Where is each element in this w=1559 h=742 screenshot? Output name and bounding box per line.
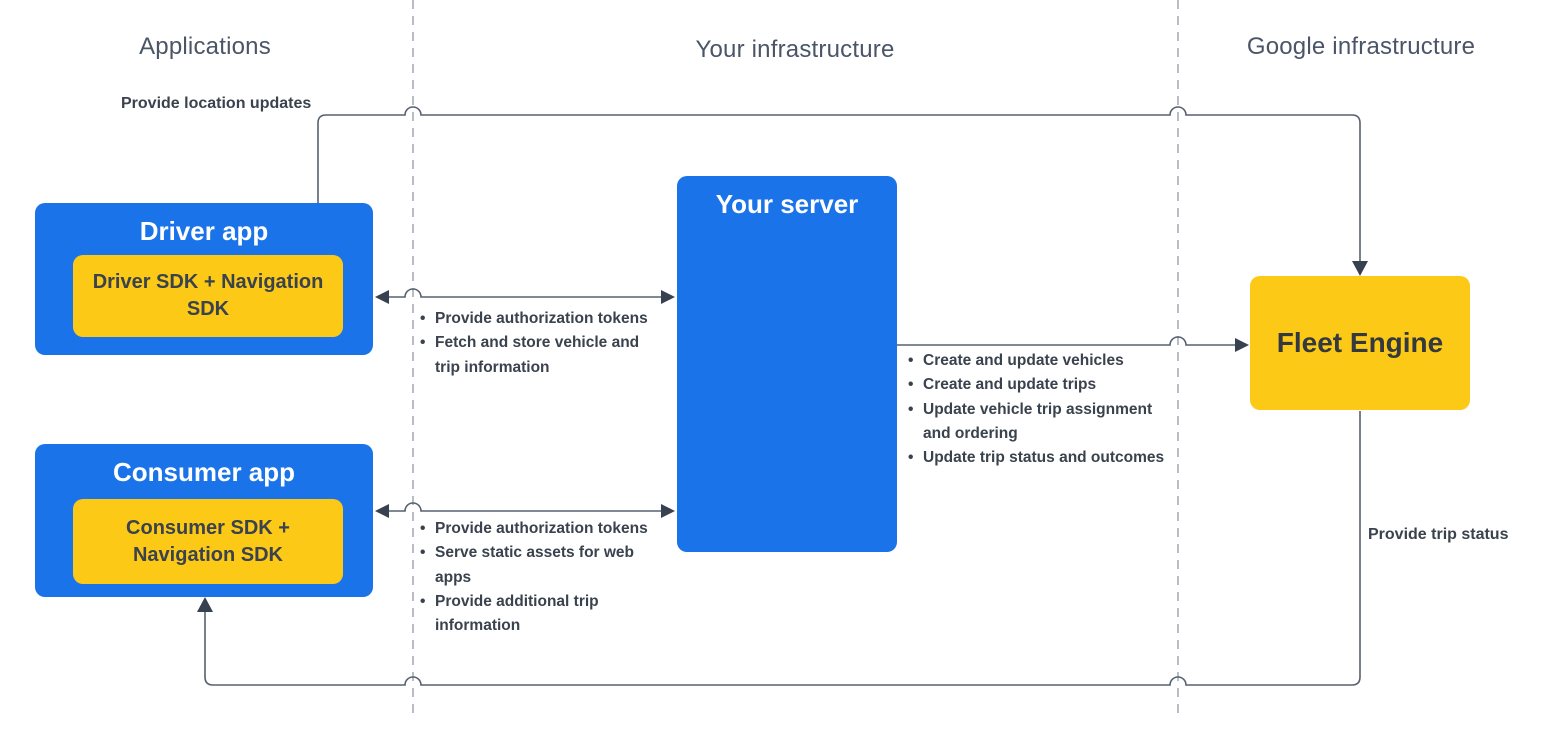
edge-consumer-server-line [388,502,663,512]
column-heading-google-infrastructure: Google infrastructure [1246,33,1476,60]
driver-sdk-node: Driver SDK + Navigation SDK [73,255,343,337]
bullet-item: Update trip status and outcomes [908,446,1174,471]
edge-fleet-to-consumer-line [204,411,1361,686]
bullet-item: Provide authorization tokens [420,517,648,542]
arrowhead-into-server-lower [661,504,675,518]
consumer-sdk-label: Consumer SDK + Navigation SDK [126,516,290,566]
bullet-item: Create and update trips [908,373,1174,398]
edge-driver-to-fleet-line [317,106,1361,261]
column-heading-applications: Applications [139,33,271,60]
your-server-node: Your server [677,176,897,552]
consumer-server-bullet-list: Provide authorization tokens Serve stati… [420,517,648,638]
arrowhead-into-driver [375,290,389,304]
bullet-item: Create and update vehicles [908,349,1174,374]
arrowhead-into-consumer-bottom [197,597,213,612]
driver-sdk-label: Driver SDK + Navigation SDK [92,271,324,320]
arrowhead-into-server-upper [661,290,675,304]
driver-server-bullet-list: Provide authorization tokens Fetch and s… [420,307,648,380]
arrowhead-into-fleet-top [1352,261,1368,276]
consumer-sdk-node: Consumer SDK + Navigation SDK [73,499,343,584]
bullet-item: Provide authorization tokens [420,307,648,332]
bullet-item: Fetch and store vehicle and trip informa… [420,331,648,380]
edge-label-provide-location-updates: Provide location updates [121,95,312,112]
server-fleet-bullet-list: Create and update vehicles Create and up… [908,349,1174,471]
edge-server-fleet-line [897,336,1236,346]
fleet-engine-title: Fleet Engine [1276,327,1444,358]
edge-driver-server-line [388,288,663,298]
column-heading-your-infrastructure: Your infrastructure [695,36,895,63]
driver-app-title: Driver app [139,216,269,246]
bullet-item: Serve static assets for web apps [420,541,648,590]
bullet-item: Update vehicle trip assignment and order… [908,398,1174,447]
your-server-title: Your server [715,189,859,219]
arrowhead-into-fleet-left [1235,338,1249,352]
consumer-app-title: Consumer app [112,457,296,487]
edge-label-provide-trip-status: Provide trip status [1368,526,1509,543]
fleet-engine-node: Fleet Engine [1250,276,1470,410]
arrowhead-into-consumer-side [375,504,389,518]
bullet-item: Provide additional trip information [420,590,648,639]
